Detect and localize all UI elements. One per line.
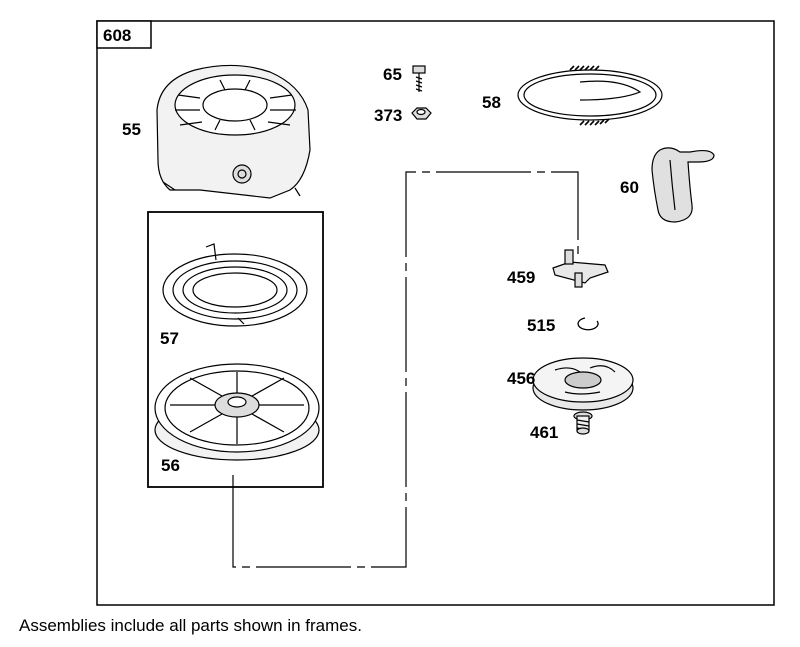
- starter-cup-drawing: [532, 357, 634, 411]
- part-number-cup: 456: [507, 369, 535, 388]
- pulley-drawing: [154, 363, 320, 461]
- nut-drawing: [411, 107, 432, 120]
- assembly-frame: [147, 211, 324, 488]
- part-number-spring: 57: [160, 329, 179, 348]
- frame-id-label: 608: [103, 26, 131, 45]
- assembly-footnote: Assemblies include all parts shown in fr…: [19, 616, 362, 635]
- frame-id-tab: [96, 20, 152, 49]
- part-number-ring: 515: [527, 316, 555, 335]
- blower-housing-drawing: [156, 64, 311, 199]
- part-number-screw: 65: [383, 65, 402, 84]
- rewind-spring-drawing: [162, 243, 308, 327]
- screw-drawing: [412, 65, 426, 92]
- part-number-nut: 373: [374, 106, 402, 125]
- retaining-ring-drawing: [577, 317, 599, 331]
- starter-rope-drawing: [517, 65, 663, 126]
- part-number-housing: 55: [122, 120, 141, 139]
- part-number-bolt: 461: [530, 423, 558, 442]
- part-number-pulley: 56: [161, 456, 180, 475]
- part-number-rope: 58: [482, 93, 501, 112]
- part-number-pawl: 459: [507, 268, 535, 287]
- pawl-drawing: [552, 249, 609, 288]
- connector-lines: [232, 171, 579, 568]
- part-number-handle: 60: [620, 178, 639, 197]
- shoulder-bolt-drawing: [573, 411, 593, 435]
- starter-handle-drawing: [651, 147, 715, 223]
- outer-frame: [96, 20, 775, 606]
